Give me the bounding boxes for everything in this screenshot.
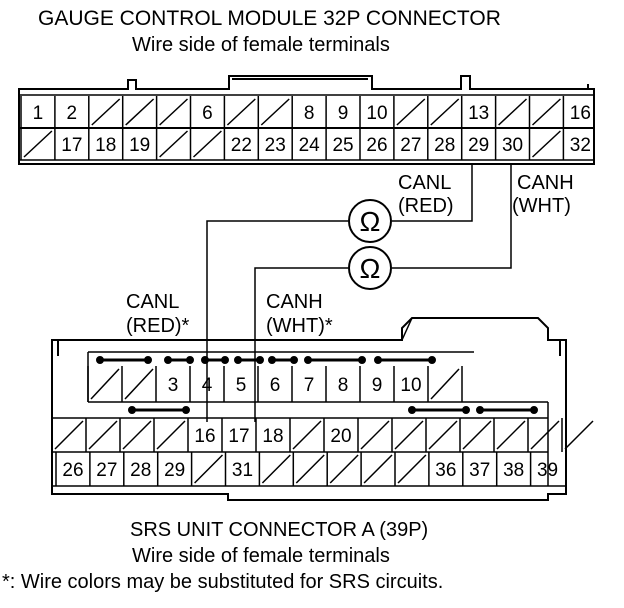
terminal-number: 23 — [265, 135, 286, 156]
terminal-number: 24 — [299, 135, 321, 156]
srs-connector-title: SRS UNIT CONNECTOR A (39P) — [130, 519, 428, 541]
unused-cavity-slash — [124, 368, 154, 400]
terminal-number: 19 — [129, 135, 150, 156]
unused-cavity-slash — [125, 98, 155, 126]
srs-canl-label: CANL — [126, 291, 179, 313]
unused-cavity-slash — [194, 454, 224, 484]
terminal-number: 5 — [236, 375, 247, 396]
terminal-number: 27 — [96, 460, 117, 481]
unused-cavity-slash — [428, 420, 458, 450]
terminal-number: 4 — [202, 375, 213, 396]
terminal-number: 38 — [503, 460, 524, 481]
terminal-number: 8 — [338, 375, 349, 396]
terminal-number: 9 — [338, 103, 349, 124]
gauge-canh-color: (WHT) — [512, 195, 571, 217]
terminal-number: 27 — [400, 135, 421, 156]
unused-cavity-slash — [23, 130, 53, 158]
terminal-number: 31 — [232, 460, 253, 481]
terminal-number: 13 — [468, 103, 489, 124]
unused-cavity-slash — [462, 420, 492, 450]
unused-cavity-slash — [295, 454, 325, 484]
unused-cavity-slash — [292, 420, 322, 450]
terminal-number: 39 — [537, 460, 558, 481]
terminal-number: 18 — [95, 135, 116, 156]
terminal-number: 18 — [262, 426, 283, 447]
terminal-number: 29 — [164, 460, 185, 481]
unused-cavity-slash — [88, 420, 118, 450]
unused-cavity-slash — [226, 98, 256, 126]
unused-cavity-slash — [260, 98, 290, 126]
unused-cavity-slash — [396, 98, 426, 126]
terminal-number: 22 — [231, 135, 252, 156]
gauge-canl-color: (RED) — [398, 195, 454, 217]
terminal-number: 6 — [270, 375, 281, 396]
terminal-number: 17 — [228, 426, 249, 447]
unused-cavity-slash — [363, 454, 393, 484]
unused-cavity-slash — [159, 130, 189, 158]
terminal-number: 20 — [330, 426, 351, 447]
unused-cavity-slash — [496, 420, 526, 450]
unused-cavity-slash — [192, 130, 222, 158]
top-connector-subtitle: Wire side of female terminals — [132, 34, 390, 56]
unused-cavity-slash — [122, 420, 152, 450]
ohmmeter-canl: Ω — [348, 199, 392, 243]
terminal-number: 37 — [469, 460, 490, 481]
unused-cavity-slash — [498, 98, 528, 126]
ohm-symbol-icon: Ω — [360, 253, 381, 284]
terminal-number: 10 — [366, 103, 387, 124]
terminal-number: 6 — [202, 103, 213, 124]
terminal-number: 3 — [168, 375, 179, 396]
unused-cavity-slash — [156, 420, 186, 450]
gauge-canh-label: CANH — [517, 172, 574, 194]
unused-cavity-slash — [159, 98, 189, 126]
footnote: *: Wire colors may be substituted for SR… — [2, 571, 443, 593]
unused-cavity-slash — [329, 454, 359, 484]
unused-cavity-slash — [91, 98, 121, 126]
terminal-number: 10 — [400, 375, 421, 396]
unused-cavity-slash — [261, 454, 291, 484]
terminal-number: 28 — [130, 460, 151, 481]
unused-cavity-slash — [397, 454, 427, 484]
srs-connector: 3 4 5 6 7 8 9 10 16 17 18 20 26 27 28 29 31 36 37 38 39 — [51, 317, 594, 501]
terminal-number: 2 — [67, 103, 78, 124]
terminal-number: 25 — [332, 135, 353, 156]
terminal-number: 16 — [570, 103, 591, 124]
terminal-number: 8 — [304, 103, 315, 124]
unused-cavity-slash — [430, 368, 460, 400]
terminal-number: 9 — [372, 375, 383, 396]
unused-cavity-slash — [90, 368, 120, 400]
unused-cavity-slash — [531, 130, 561, 158]
terminal-number: 7 — [304, 375, 315, 396]
gauge-canl-label: CANL — [398, 172, 451, 194]
terminal-number: 26 — [62, 460, 83, 481]
meter-wiring — [206, 164, 512, 422]
unused-cavity-slash — [564, 420, 594, 450]
srs-canh-color: (WHT)* — [266, 315, 333, 337]
unused-cavity-slash — [54, 420, 84, 450]
terminal-number: 36 — [435, 460, 456, 481]
terminal-number: 16 — [194, 426, 215, 447]
ohmmeter-canh: Ω — [348, 246, 392, 290]
srs-connector-subtitle: Wire side of female terminals — [132, 545, 390, 567]
unused-cavity-slash — [530, 420, 560, 450]
top-connector-title: GAUGE CONTROL MODULE 32P CONNECTOR — [38, 7, 501, 30]
srs-canl-color: (RED)* — [126, 315, 190, 337]
srs-canh-label: CANH — [266, 291, 323, 313]
unused-cavity-slash — [360, 420, 390, 450]
terminal-number: 29 — [468, 135, 489, 156]
terminal-number: 26 — [366, 135, 387, 156]
unused-cavity-slash — [394, 420, 424, 450]
unused-cavity-slash — [430, 98, 460, 126]
ohm-symbol-icon: Ω — [360, 206, 381, 237]
terminal-number: 17 — [61, 135, 82, 156]
terminal-number: 30 — [502, 135, 523, 156]
terminal-number: 28 — [434, 135, 455, 156]
terminal-number: 32 — [570, 135, 591, 156]
terminal-number: 1 — [33, 103, 44, 124]
unused-cavity-slash — [531, 98, 561, 126]
